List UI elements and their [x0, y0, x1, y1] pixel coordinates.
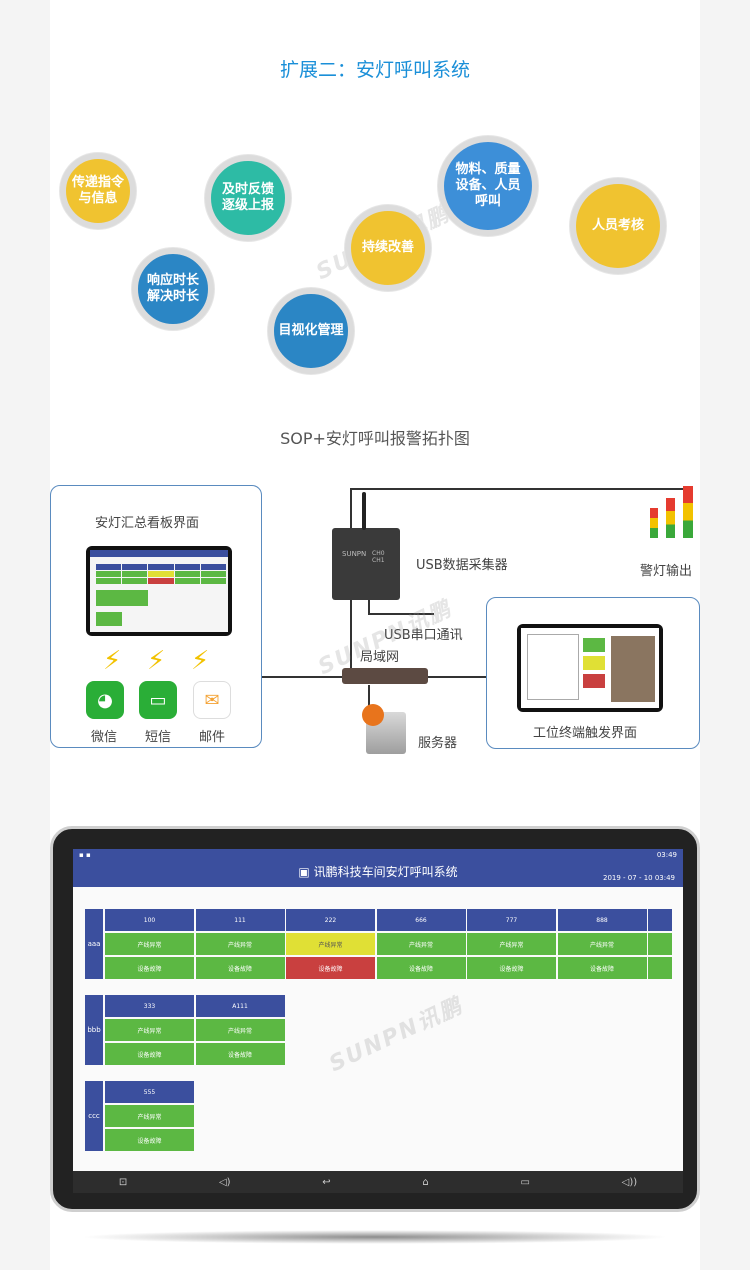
connector-line	[350, 488, 690, 490]
feature-bubble: 响应时长 解决时长	[132, 248, 214, 330]
notify-label: 短信	[145, 730, 172, 745]
station-status-cell[interactable]: 产线异常	[105, 1019, 194, 1041]
warning-light-label: 警灯输出	[640, 564, 693, 579]
station-header: 222	[286, 909, 375, 931]
back-icon[interactable]: ↩	[322, 1176, 331, 1188]
station-header: 333	[105, 995, 194, 1017]
station-status-cell[interactable]	[648, 933, 672, 955]
lightning-icon: ⚡	[191, 646, 210, 676]
home-icon[interactable]: ⌂	[422, 1176, 429, 1188]
notify-label: 微信	[91, 730, 118, 745]
station-status-cell[interactable]: 设备故障	[286, 957, 375, 979]
station-status-cell[interactable]: 产线异常	[286, 933, 375, 955]
station-status-cell[interactable]: 设备故障	[467, 957, 556, 979]
topology-caption: SOP+安灯呼叫报警拓扑图	[280, 429, 470, 448]
lan-label: 局域网	[360, 650, 400, 665]
feature-bubble: 持续改善	[345, 205, 431, 291]
station-status-cell[interactable]: 设备故障	[376, 957, 466, 979]
volume-down-icon[interactable]: ◁)	[218, 1176, 231, 1188]
android-icon: ▪ ▪	[79, 851, 91, 859]
status-bar: ▪ ▪ 03:49	[73, 849, 683, 861]
warning-light-icon	[683, 486, 693, 538]
andon-tablet: ▪ ▪ 03:49 ▣ 讯鹏科技车间安灯呼叫系统 2019 - 07 - 10 …	[50, 826, 700, 1212]
nav-bar: ⊡ ◁) ↩ ⌂ ▭ ◁))	[73, 1171, 683, 1193]
station-status-cell[interactable]: 产线异常	[376, 933, 466, 955]
server-label: 服务器	[418, 736, 458, 751]
station-status-cell[interactable]: 设备故障	[557, 957, 647, 979]
connector-line	[368, 600, 370, 614]
station-status-cell[interactable]: 产线异常	[195, 1019, 285, 1041]
station-status-cell[interactable]	[648, 957, 672, 979]
app-logo-icon: ▣	[298, 865, 314, 879]
station-header: A111	[195, 995, 285, 1017]
station-header: 100	[105, 909, 194, 931]
warning-light-icon	[650, 508, 658, 538]
watermark: SUNPN讯鹏	[325, 993, 468, 1078]
station-status-cell[interactable]: 设备故障	[105, 957, 194, 979]
feature-bubble: 及时反馈 逐级上报	[205, 155, 291, 241]
station-status-cell[interactable]: 产线异常	[105, 1105, 194, 1127]
board-label: 安灯汇总看板界面	[95, 516, 200, 531]
station-status-cell[interactable]: 产线异常	[105, 933, 194, 955]
wechat-icon: ◕	[86, 681, 124, 719]
station-status-cell[interactable]: 设备故障	[195, 1043, 285, 1065]
tablet-shadow	[80, 1230, 670, 1244]
usb-collector-label: USB数据采集器	[416, 558, 508, 573]
andon-screen: ▪ ▪ 03:49 ▣ 讯鹏科技车间安灯呼叫系统 2019 - 07 - 10 …	[73, 849, 683, 1193]
section-topology: 安灯汇总看板界面 ⚡ ⚡ ⚡ ◕ ▭ ✉ 微信 短信	[50, 472, 700, 772]
station-status-cell[interactable]: 设备故障	[105, 1043, 194, 1065]
app-header: ▣ 讯鹏科技车间安灯呼叫系统 2019 - 07 - 10 03:49	[73, 861, 683, 887]
station-status-cell[interactable]: 产线异常	[195, 933, 285, 955]
connector-line	[368, 685, 370, 715]
station-header	[648, 909, 672, 931]
warning-light-icon	[666, 498, 675, 538]
app-title: 讯鹏科技车间安灯呼叫系统	[313, 865, 458, 879]
group-label: aaa	[85, 909, 103, 979]
usb-serial-label: USB串口通讯	[384, 628, 463, 643]
sms-icon: ▭	[139, 681, 177, 719]
terminal-tablet-image	[517, 624, 663, 712]
station-header: 111	[195, 909, 285, 931]
station-status-cell[interactable]: 产线异常	[467, 933, 556, 955]
feature-bubble: 传递指令 与信息	[60, 153, 136, 229]
station-header: 666	[376, 909, 466, 931]
lightning-icon: ⚡	[147, 646, 166, 676]
connector-line	[368, 613, 434, 615]
lightning-icon: ⚡	[103, 646, 122, 676]
board-tablet-image	[86, 546, 232, 636]
station-status-cell[interactable]: 产线异常	[557, 933, 647, 955]
station-header: 888	[557, 909, 647, 931]
connector-line	[350, 600, 352, 670]
server-icon	[362, 704, 406, 754]
volume-up-icon[interactable]: ◁))	[621, 1176, 638, 1188]
station-header: 555	[105, 1081, 194, 1103]
terminal-box: 工位终端触发界面	[486, 597, 700, 749]
station-status-cell[interactable]: 设备故障	[105, 1129, 194, 1151]
board-box: 安灯汇总看板界面 ⚡ ⚡ ⚡ ◕ ▭ ✉ 微信 短信	[50, 485, 262, 748]
app-datetime: 2019 - 07 - 10 03:49	[603, 874, 675, 882]
recent-apps-icon[interactable]: ▭	[520, 1176, 530, 1188]
status-time: 03:49	[656, 851, 677, 859]
feature-bubble: 物料、质量 设备、人员 呼叫	[438, 136, 538, 236]
feature-bubble: 目视化管理	[268, 288, 354, 374]
feature-bubble: 人员考核	[570, 178, 666, 274]
station-status-cell[interactable]: 设备故障	[195, 957, 285, 979]
connector-line	[350, 488, 352, 528]
screenshot-icon[interactable]: ⊡	[118, 1176, 128, 1188]
notify-label: 邮件	[199, 730, 226, 745]
mail-icon: ✉	[193, 681, 231, 719]
section-title: 扩展二：安灯呼叫系统	[279, 59, 470, 81]
antenna	[362, 492, 366, 530]
station-header: 777	[467, 909, 556, 931]
group-label: ccc	[85, 1081, 103, 1151]
group-label: bbb	[85, 995, 103, 1065]
terminal-label: 工位终端触发界面	[533, 726, 638, 741]
switch-image	[342, 668, 428, 684]
